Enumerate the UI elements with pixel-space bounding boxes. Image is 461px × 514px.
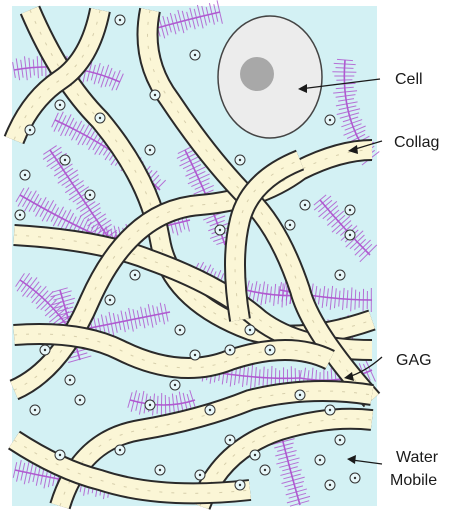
- water-molecule: [85, 190, 95, 200]
- water-molecule: [115, 445, 125, 455]
- water-molecule: [130, 270, 140, 280]
- water-molecule: [260, 465, 270, 475]
- water-molecule: [245, 325, 255, 335]
- gag-bristle: [359, 292, 360, 308]
- water-molecule: [155, 465, 165, 475]
- water-molecule: [30, 405, 40, 415]
- water-molecule: [145, 145, 155, 155]
- water-molecule: [285, 220, 295, 230]
- water-molecule: [65, 375, 75, 385]
- water-label-line2: Mobile: [390, 472, 437, 489]
- water-molecule: [300, 200, 310, 210]
- water-molecule: [295, 390, 305, 400]
- cell-nucleus: [240, 57, 274, 91]
- water-molecule: [225, 345, 235, 355]
- water-molecule: [235, 155, 245, 165]
- water-molecule: [55, 450, 65, 460]
- water-molecule: [20, 170, 30, 180]
- water-molecule: [325, 480, 335, 490]
- water-molecule: [150, 90, 160, 100]
- water-molecule: [250, 450, 260, 460]
- water-molecule: [345, 205, 355, 215]
- water-molecule: [60, 155, 70, 165]
- cell-label: Cell: [395, 71, 423, 88]
- water-molecule: [335, 270, 345, 280]
- gag-bristle: [363, 289, 364, 311]
- gag-bristle: [42, 58, 43, 76]
- water-molecule: [40, 345, 50, 355]
- water-molecule: [195, 470, 205, 480]
- cell: [218, 16, 322, 138]
- water-molecule: [170, 380, 180, 390]
- water-molecule: [315, 455, 325, 465]
- water-molecule: [205, 405, 215, 415]
- water-molecule: [190, 350, 200, 360]
- water-molecule: [190, 50, 200, 60]
- water-molecule: [350, 473, 360, 483]
- water-molecule: [335, 435, 345, 445]
- water-molecule: [345, 230, 355, 240]
- water-molecule: [235, 480, 245, 490]
- water-label-line1: Water: [396, 449, 439, 466]
- water-molecule: [55, 100, 65, 110]
- gag-label: GAG: [396, 352, 432, 369]
- water-molecule: [325, 405, 335, 415]
- collagen-label: Collag: [394, 134, 439, 151]
- water-molecule: [215, 225, 225, 235]
- water-molecule: [15, 210, 25, 220]
- water-molecule: [105, 295, 115, 305]
- water-molecule: [95, 113, 105, 123]
- water-molecule: [145, 400, 155, 410]
- water-molecule: [175, 325, 185, 335]
- water-molecule: [265, 345, 275, 355]
- water-molecule: [115, 15, 125, 25]
- water-molecule: [75, 395, 85, 405]
- water-molecule: [225, 435, 235, 445]
- water-molecule: [25, 125, 35, 135]
- water-molecule: [325, 115, 335, 125]
